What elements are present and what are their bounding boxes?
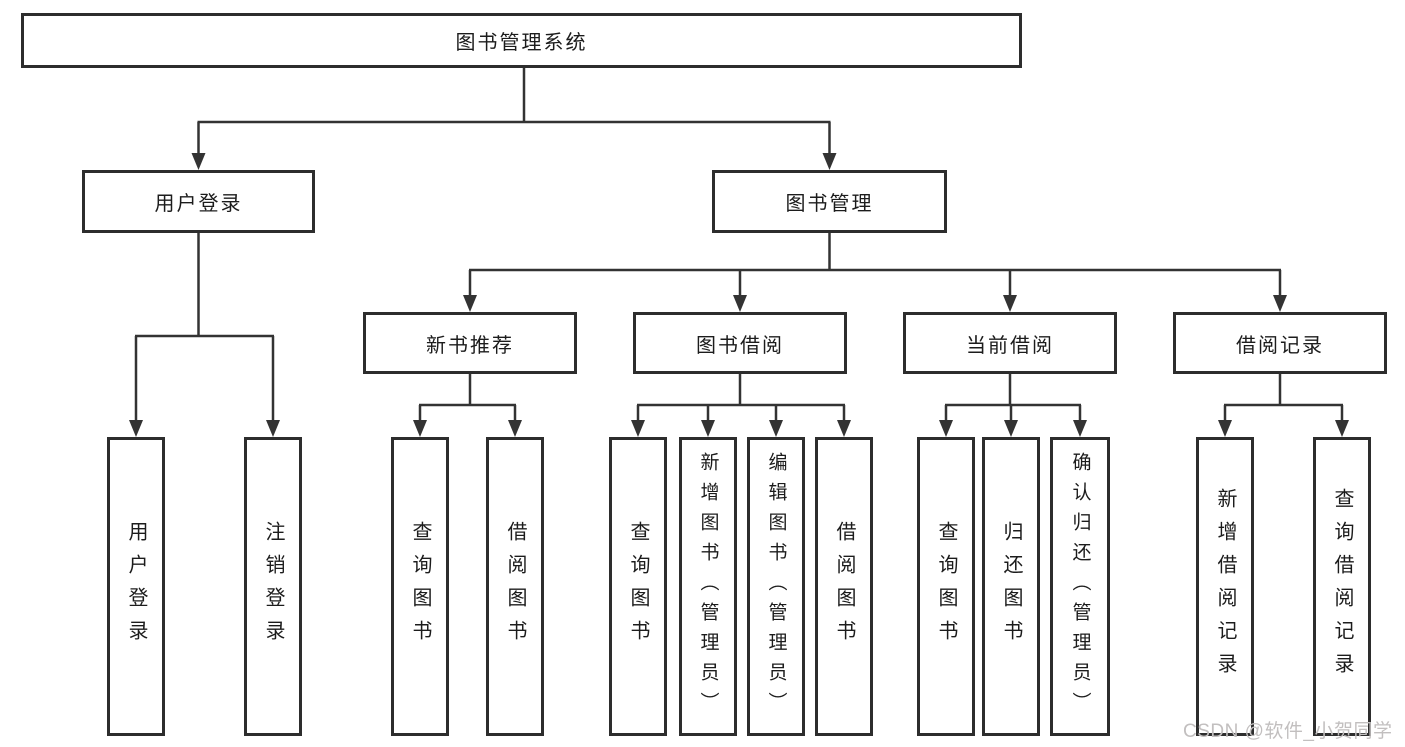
node-user-login-label: 用户登录	[154, 193, 243, 215]
leaf-confirm-return-admin: 确认归还（管理员）	[1050, 437, 1110, 736]
leaf-current-query-books: 查询图书	[917, 437, 975, 736]
node-book-management-label: 图书管理	[785, 193, 874, 215]
leaf-add-books-admin-label: 新增图书（管理员）	[697, 451, 719, 722]
arrowheads	[129, 153, 1349, 437]
leaf-edit-books-admin-label: 编辑图书（管理员）	[765, 451, 787, 722]
leaf-confirm-return-admin-label: 确认归还（管理员）	[1069, 451, 1091, 722]
node-root-label: 图书管理系统	[455, 32, 588, 54]
leaf-add-borrow-record: 新增借阅记录	[1196, 437, 1254, 736]
node-current-borrow-label: 当前借阅	[966, 334, 1054, 357]
leaf-logout: 注销登录	[244, 437, 302, 736]
leaf-query-borrow-record-label: 查询借阅记录	[1331, 487, 1353, 686]
leaf-return-books-label: 归还图书	[1000, 520, 1022, 653]
csdn-watermark: CSDN @软件_小贺同学	[1183, 721, 1393, 742]
leaf-user-login: 用户登录	[107, 437, 165, 736]
leaf-add-borrow-record-label: 新增借阅记录	[1214, 487, 1236, 686]
leaf-borrow-books: 借阅图书	[815, 437, 873, 736]
node-book-borrow-label: 图书借阅	[696, 334, 784, 357]
leaf-newbook-query-books-label: 查询图书	[409, 520, 431, 653]
node-root: 图书管理系统	[21, 13, 1022, 68]
leaf-current-query-books-label: 查询图书	[935, 520, 957, 653]
node-current-borrow: 当前借阅	[903, 312, 1117, 374]
leaf-logout-label: 注销登录	[262, 520, 284, 653]
node-borrow-records: 借阅记录	[1173, 312, 1387, 374]
leaf-newbook-query-books: 查询图书	[391, 437, 449, 736]
leaf-add-books-admin: 新增图书（管理员）	[679, 437, 737, 736]
leaf-return-books: 归还图书	[982, 437, 1040, 736]
leaf-borrow-books-label: 借阅图书	[833, 520, 855, 653]
node-book-management: 图书管理	[712, 170, 947, 233]
node-book-borrow: 图书借阅	[633, 312, 847, 374]
leaf-borrow-query-books: 查询图书	[609, 437, 667, 736]
node-borrow-records-label: 借阅记录	[1236, 334, 1324, 357]
leaf-newbook-borrow-books: 借阅图书	[486, 437, 544, 736]
leaf-query-borrow-record: 查询借阅记录	[1313, 437, 1371, 736]
node-new-book-recommend-label: 新书推荐	[426, 334, 514, 357]
node-user-login: 用户登录	[82, 170, 315, 233]
leaf-edit-books-admin: 编辑图书（管理员）	[747, 437, 805, 736]
leaf-borrow-query-books-label: 查询图书	[627, 520, 649, 653]
leaf-user-login-label: 用户登录	[125, 520, 147, 653]
leaf-newbook-borrow-books-label: 借阅图书	[504, 520, 526, 653]
node-new-book-recommend: 新书推荐	[363, 312, 577, 374]
